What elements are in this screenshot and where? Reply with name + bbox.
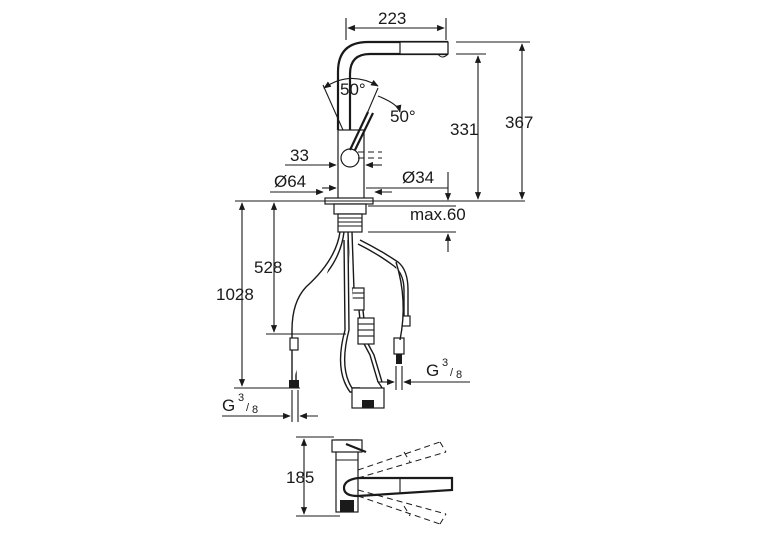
dim-total-hose-length: 1028 <box>216 285 254 304</box>
dimension-lines <box>222 18 530 422</box>
dim-base-diameter: Ø64 <box>274 172 306 191</box>
thread-slash: / <box>450 367 454 379</box>
svg-text:3: 3 <box>238 392 244 404</box>
faucet-side-view <box>235 40 525 233</box>
dim-body-diameter: Ø34 <box>402 168 434 187</box>
faucet-top-view <box>296 436 454 525</box>
svg-text:G: G <box>426 361 439 380</box>
svg-text:8: 8 <box>456 369 462 381</box>
svg-text:3: 3 <box>442 357 448 369</box>
svg-text:8: 8 <box>252 404 258 416</box>
supply-hoses <box>289 231 411 409</box>
dim-max-deck-thickness: max.60 <box>410 205 466 224</box>
thread-slash: / <box>246 402 250 414</box>
dim-spout-reach: 223 <box>378 9 406 28</box>
quick-connector <box>357 317 375 345</box>
dim-swivel-angle-left: 50° <box>340 80 366 99</box>
mounting-shank <box>337 213 363 233</box>
dim-handle-offset: 33 <box>290 146 309 165</box>
dim-hose-connection-length: 528 <box>254 258 282 277</box>
supply-connector-right <box>396 354 402 364</box>
dim-spout-outlet-height: 331 <box>450 120 478 139</box>
dim-top-view-depth: 185 <box>286 468 314 487</box>
dim-swivel-angle-right: 50° <box>390 107 416 126</box>
pull-out-spray-head <box>399 41 449 55</box>
dim-supply-thread-right: G 3 / 8 <box>426 357 462 381</box>
supply-connector-left <box>289 380 299 388</box>
mixer-cartridge <box>340 148 360 168</box>
dim-supply-thread-left: G 3 / 8 <box>222 392 258 416</box>
svg-text:G: G <box>222 396 235 415</box>
dim-total-height: 367 <box>505 113 533 132</box>
